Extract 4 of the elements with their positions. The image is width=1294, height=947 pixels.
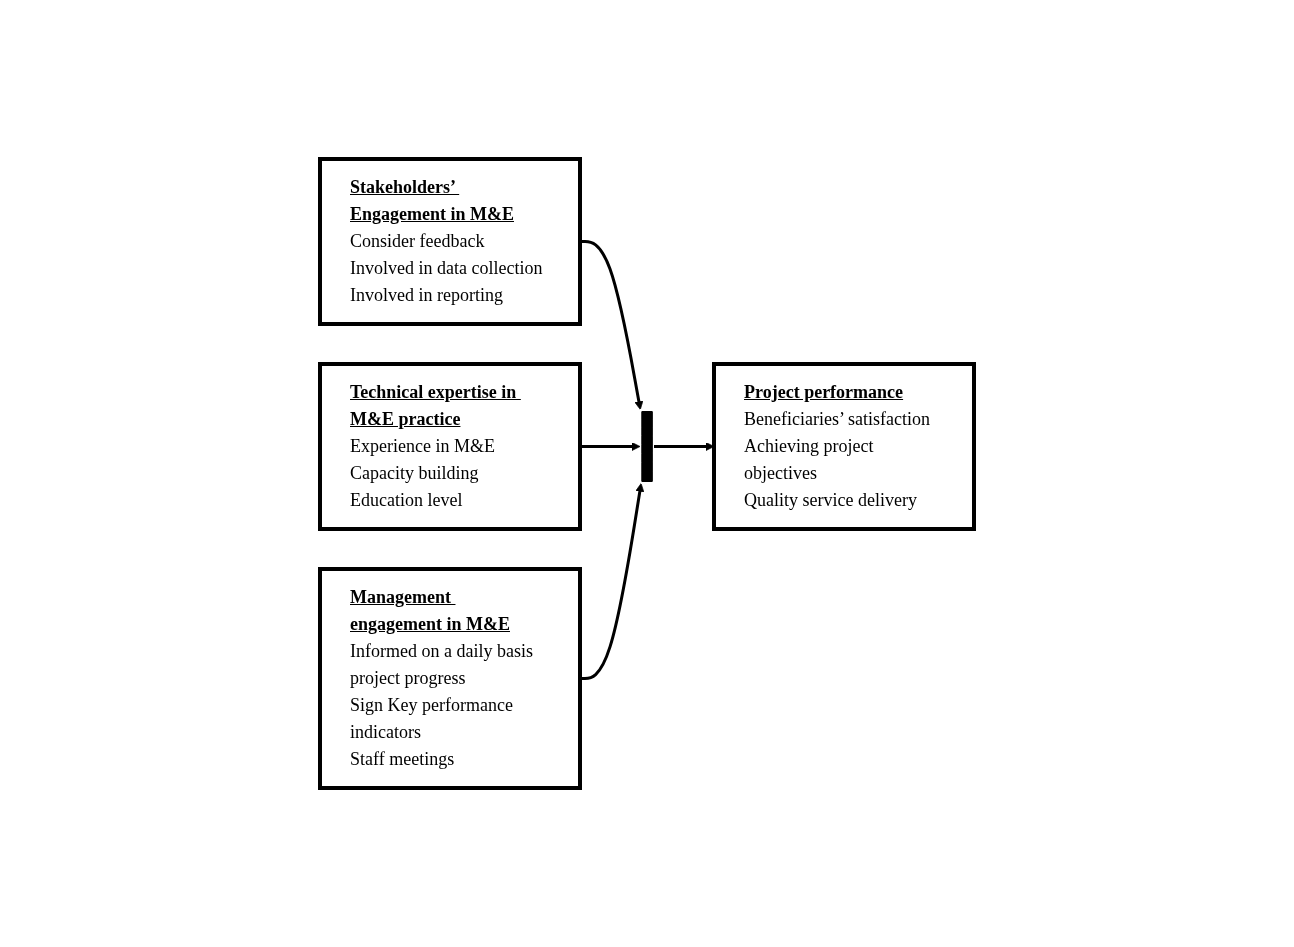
node-box: Project performance Beneficiaries’ satisfaction Achieving project objectives Quality service delivery	[712, 362, 976, 531]
node-box: Stakeholders’ Engagement in M&E Consider feedback Involved in data collection Involved in reporting	[318, 157, 582, 326]
node-box: Management engagement in M&E Informed on a daily basis project progress Sign Key performance indicators Staff meetings	[318, 567, 582, 790]
node-box: Technical expertise in M&E practice Experience in M&E Capacity building Education level	[318, 362, 582, 531]
